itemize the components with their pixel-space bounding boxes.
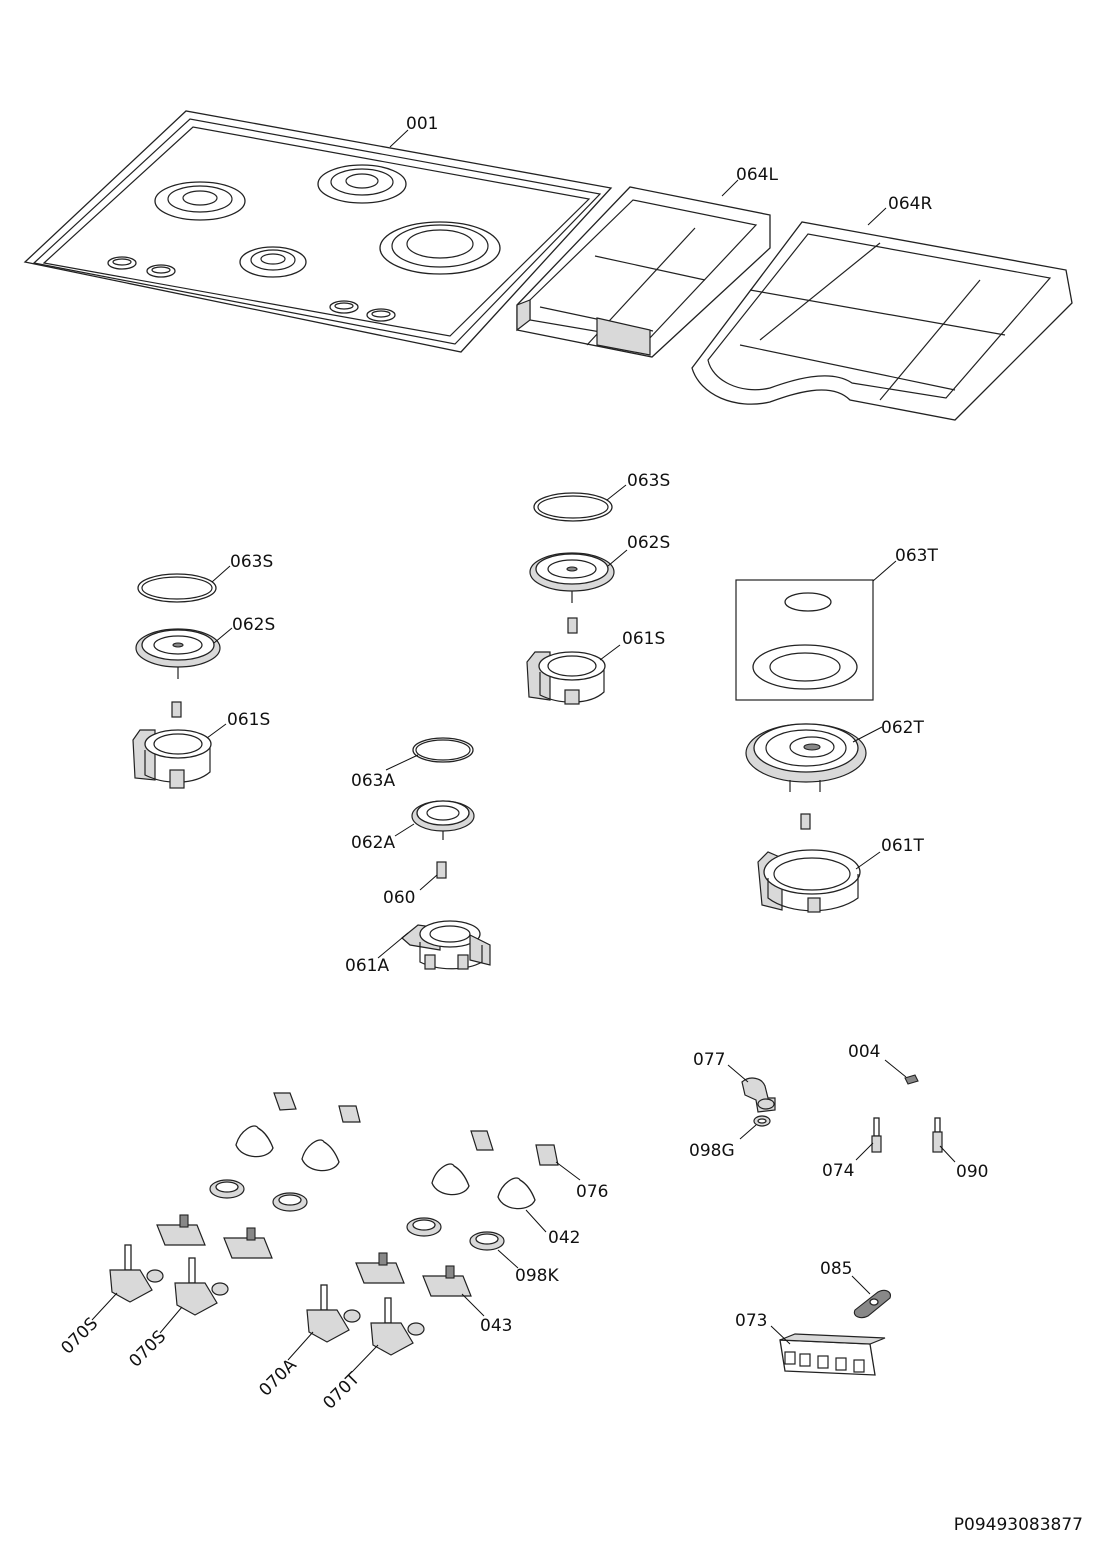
clips-drawing [273,1092,559,1166]
diagram-reference-code: P09493083877 [954,1515,1083,1535]
knobs-drawing [235,1125,536,1210]
valves-drawing [109,1244,425,1356]
label-004: 004 [848,1042,880,1062]
elbow-drawing [741,1077,776,1113]
label-077: 077 [693,1050,725,1070]
label-061A: 061A [345,956,389,976]
microswitches-drawing [156,1214,472,1297]
label-001: 001 [406,114,438,134]
crown-mid-drawing [529,552,615,603]
cap-left-drawing [137,573,217,603]
label-063T: 063T [895,546,938,566]
label-064L: 064L [736,165,778,185]
cap-aux-drawing [412,737,474,763]
label-061T: 061T [881,836,924,856]
base-triple-drawing [757,849,861,913]
pan-support-right-drawing [691,221,1073,421]
seal-drawing [753,1115,771,1127]
injector-aux-drawing [436,861,447,879]
valve-s2 [174,1257,229,1316]
label-062T: 062T [881,718,924,738]
label-062A: 062A [351,833,395,853]
hob-burner-front-left [239,246,307,278]
label-062S-mid: 062S [627,533,670,553]
label-070T: 070T [319,1369,364,1414]
label-042: 042 [548,1228,580,1248]
label-070S-2: 070S [125,1327,170,1372]
label-070A: 070A [255,1355,301,1401]
injector-mid-drawing [567,617,578,634]
label-090: 090 [956,1162,988,1182]
ignition-button-drawing [853,1289,891,1319]
label-064R: 064R [888,194,932,214]
injector-triple-drawing [800,813,811,830]
label-085: 085 [820,1259,852,1279]
label-070S-1: 070S [57,1314,102,1359]
valve-t [370,1297,425,1356]
label-073: 073 [735,1311,767,1331]
injector-left-drawing [171,701,182,718]
spark-generator-drawing [779,1333,886,1376]
label-098G: 098G [689,1141,735,1161]
valve-a [306,1284,361,1343]
label-061S-mid: 061S [622,629,665,649]
label-060: 060 [383,888,415,908]
label-043: 043 [480,1316,512,1336]
crown-left-drawing [135,628,221,679]
pan-support-left-drawing [516,186,771,358]
hob-burner-rear-mid [317,164,407,204]
hob-top-drawing [23,110,613,353]
base-aux-drawing [401,920,491,970]
label-074: 074 [822,1161,854,1181]
base-left-drawing [132,729,212,789]
label-063S-mid: 063S [627,471,670,491]
part-004-drawing [904,1074,919,1085]
cap-triple-box [735,579,874,701]
label-076: 076 [576,1182,608,1202]
hob-burner-rear-left [154,181,246,221]
spark-plug-drawing [932,1117,943,1153]
crown-triple-drawing [745,723,867,792]
label-098K: 098K [515,1266,559,1286]
thermocouple-drawing [871,1117,882,1153]
bezels-drawing [209,1179,505,1251]
base-mid-drawing [526,651,606,705]
label-063A: 063A [351,771,395,791]
label-063S-left: 063S [230,552,273,572]
crown-aux-drawing [411,800,475,840]
cap-mid-drawing [533,492,613,522]
label-061S-left: 061S [227,710,270,730]
label-062S-left: 062S [232,615,275,635]
hob-burner-triple [379,221,501,275]
valve-s1 [109,1244,164,1303]
